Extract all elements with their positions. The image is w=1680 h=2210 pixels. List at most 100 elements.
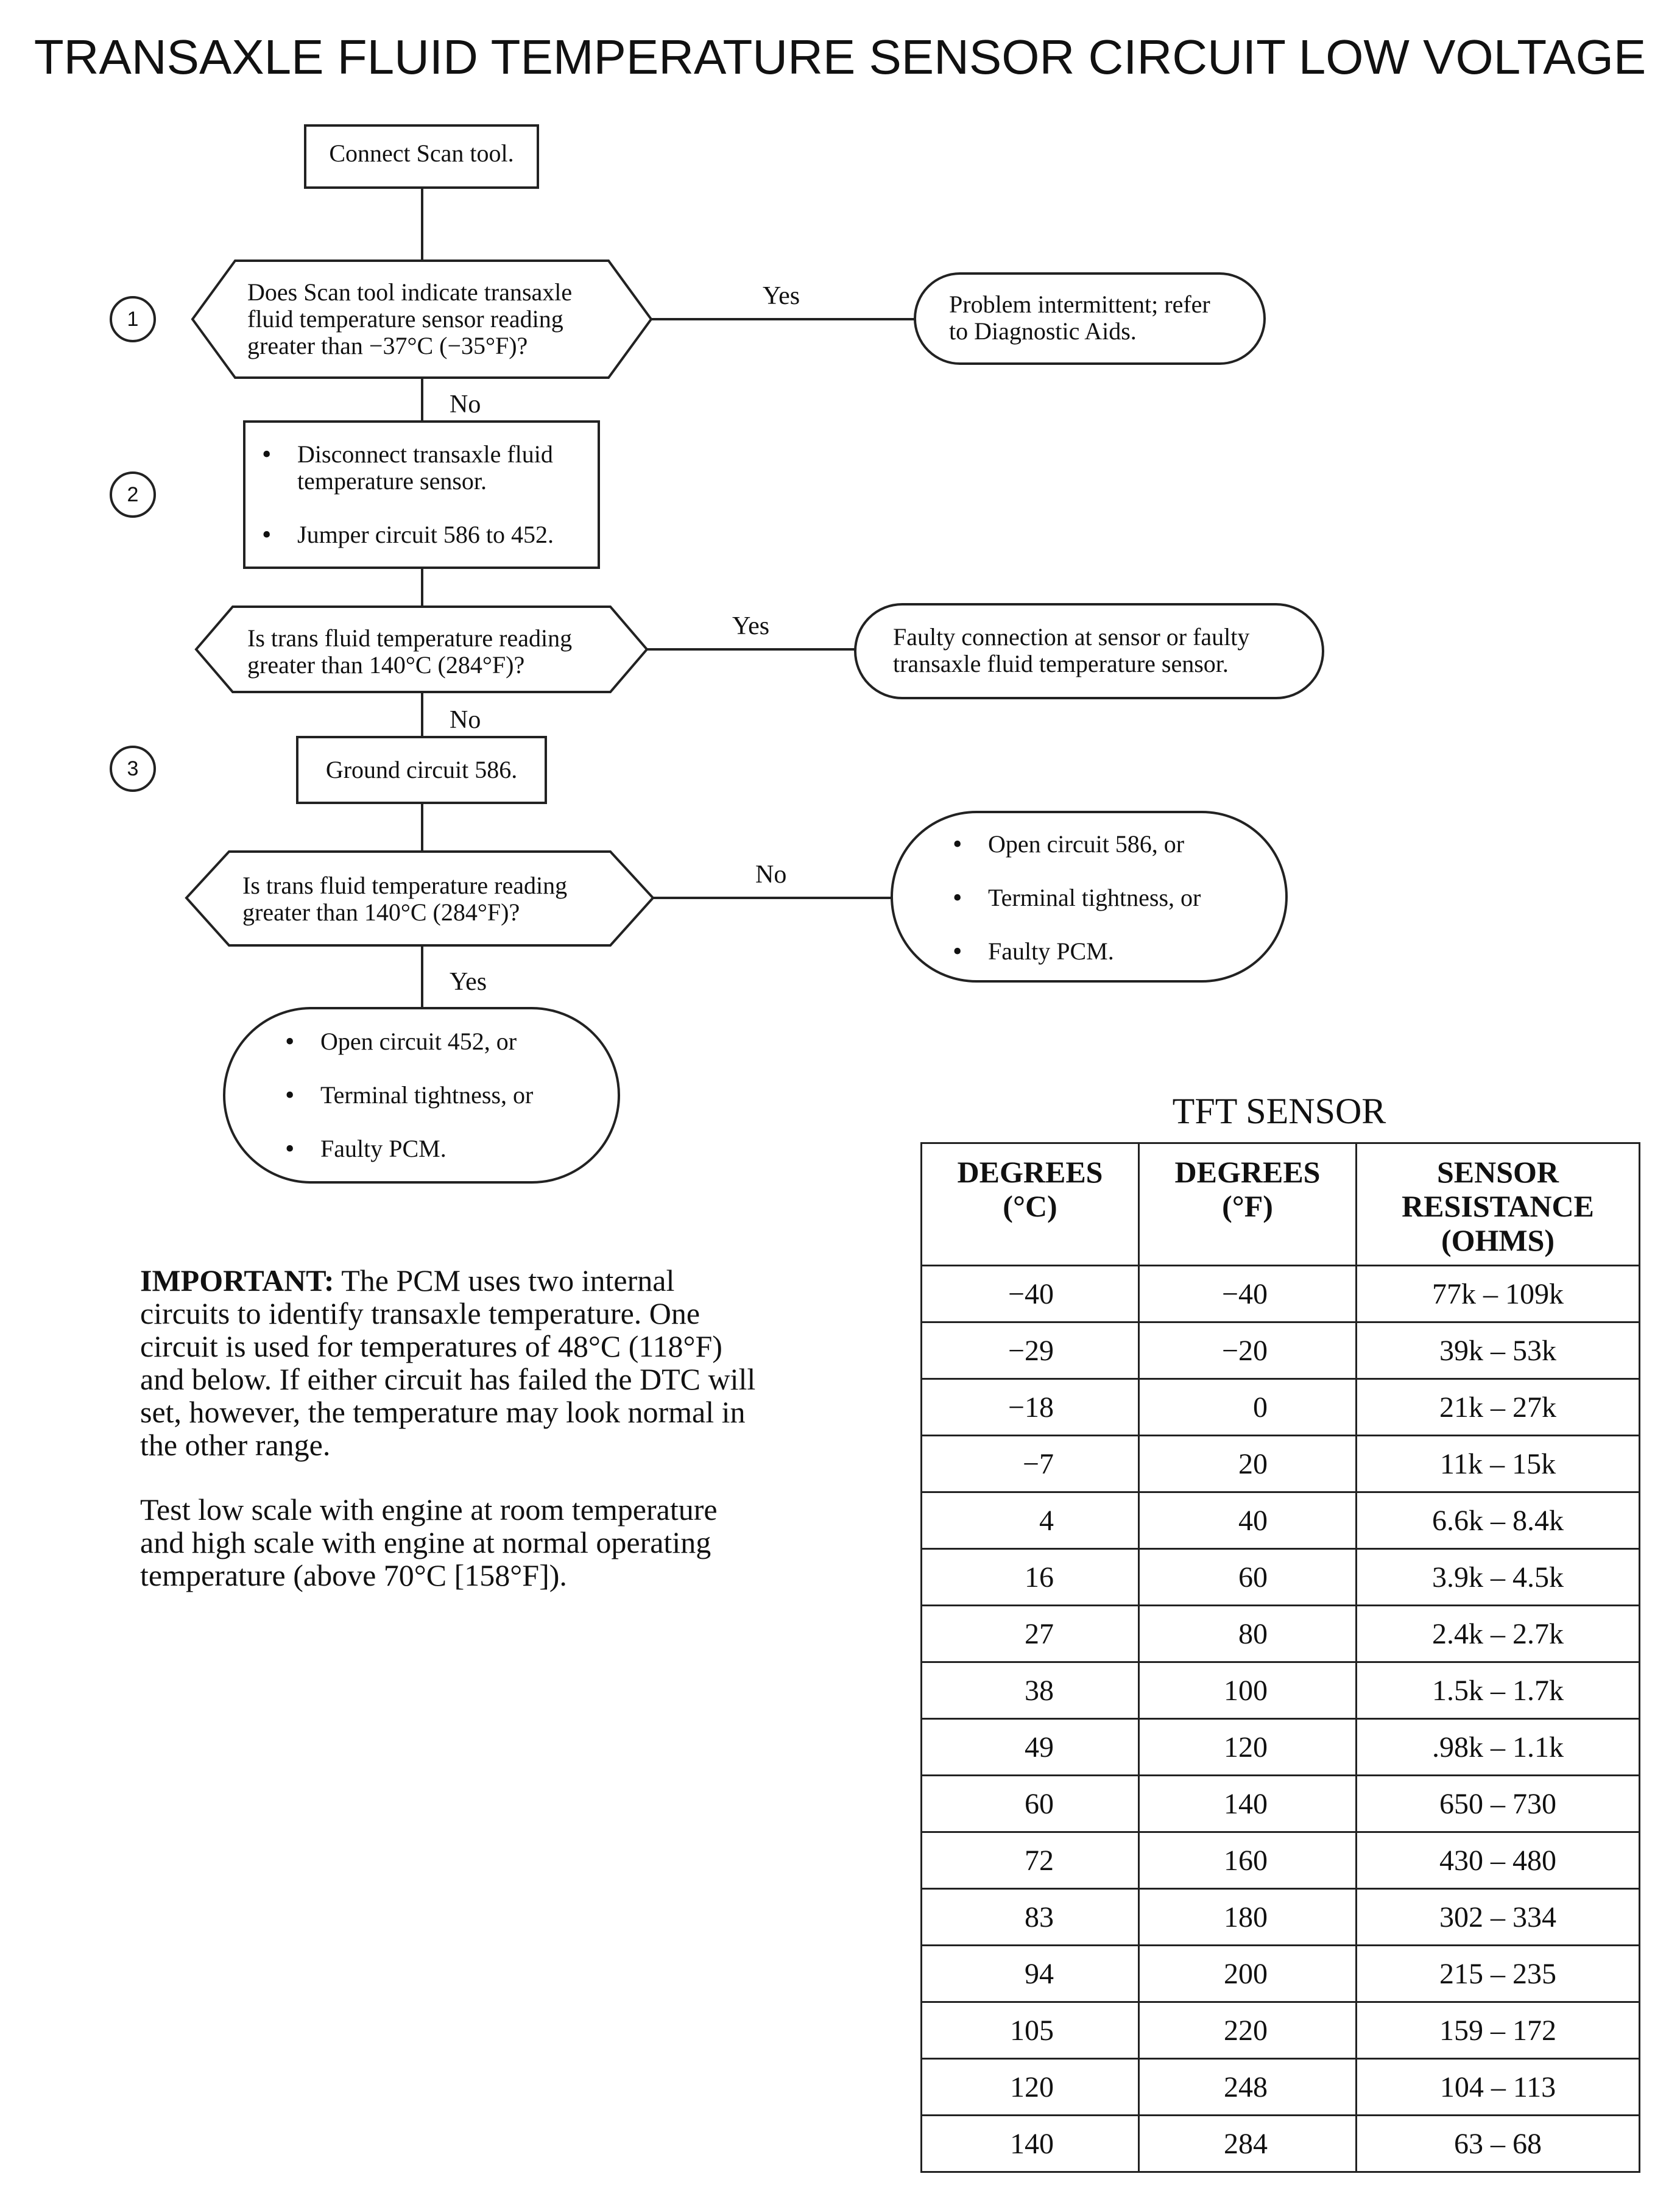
cell-degrees-c: 27 — [920, 1605, 1140, 1663]
header-degrees-f-line-1: DEGREES — [1174, 1155, 1321, 1189]
cell-resistance: 1.5k – 1.7k — [1355, 1661, 1640, 1720]
cell-resistance: 39k – 53k — [1355, 1321, 1640, 1380]
decision-3-line-2: greater than 140°C (284°F)? — [242, 898, 520, 926]
step-1-circle — [110, 296, 156, 342]
result-3-yes-item-2: Terminal tightness, or — [285, 1082, 533, 1109]
header-resistance-line-1: SENSOR — [1436, 1155, 1559, 1189]
decision-3-yes-label: Yes — [450, 968, 487, 996]
header-degrees-f: DEGREES(°F) — [1138, 1142, 1357, 1266]
important-line-1: The PCM uses two internal — [334, 1263, 675, 1297]
important-line-4: and below. If either circuit has failed … — [140, 1362, 756, 1396]
cell-degrees-c: 38 — [920, 1661, 1140, 1720]
cell-resistance: 6.6k – 8.4k — [1355, 1491, 1640, 1550]
step-2-number: 2 — [127, 483, 139, 506]
cell-resistance: 302 – 334 — [1355, 1888, 1640, 1946]
header-degrees-f-line-2: (°F) — [1222, 1189, 1273, 1223]
result-3-no-shape — [891, 811, 1288, 983]
result-1-shape — [914, 272, 1266, 365]
result-3-no-item-3: Faulty PCM. — [953, 938, 1114, 966]
cell-resistance: .98k – 1.1k — [1355, 1718, 1640, 1776]
decision-3-shape — [185, 850, 655, 947]
result-3-no-item-2: Terminal tightness, or — [953, 884, 1201, 912]
result-1-line-1: Problem intermittent; refer — [949, 291, 1210, 318]
cell-degrees-c: 16 — [920, 1548, 1140, 1606]
decision-2-line-1: Is trans fluid temperature reading — [247, 624, 573, 652]
decision-2-line-2: greater than 140°C (284°F)? — [247, 651, 525, 679]
cell-resistance: 215 – 235 — [1355, 1944, 1640, 2003]
cell-degrees-f: 40 — [1138, 1491, 1357, 1550]
result-3-no-item-1: Open circuit 586, or — [953, 831, 1184, 858]
test-line-1: Test low scale with engine at room tempe… — [140, 1492, 718, 1527]
decision-1-line-3: greater than −37°C (−35°F)? — [247, 332, 528, 359]
cell-resistance: 11k – 15k — [1355, 1435, 1640, 1493]
cell-degrees-f: 60 — [1138, 1548, 1357, 1606]
cell-degrees-f: 120 — [1138, 1718, 1357, 1776]
action-2-bullet-2: Jumper circuit 586 to 452. — [262, 521, 554, 549]
cell-resistance: 430 – 480 — [1355, 1831, 1640, 1890]
decision-1-line-1: Does Scan tool indicate transaxle — [247, 278, 573, 306]
step-3-number: 3 — [127, 757, 139, 780]
table-title: TFT SENSOR — [1172, 1091, 1386, 1131]
cell-resistance: 21k – 27k — [1355, 1378, 1640, 1436]
decision-1-shape — [191, 259, 653, 379]
decision-2-yes-label: Yes — [732, 612, 770, 640]
decision-3-no-label: No — [755, 861, 787, 889]
result-1-line-2: to Diagnostic Aids. — [949, 317, 1137, 345]
decision-2-shape — [194, 605, 649, 693]
cell-resistance: 2.4k – 2.7k — [1355, 1605, 1640, 1663]
action-2-bullet-1-line-2: temperature sensor. — [297, 467, 487, 495]
decision-1-no-label: No — [450, 390, 481, 418]
cell-degrees-c: −40 — [920, 1265, 1140, 1323]
header-degrees-c: DEGREES(°C) — [920, 1142, 1140, 1266]
cell-degrees-f: 180 — [1138, 1888, 1357, 1946]
cell-degrees-f: 0 — [1138, 1378, 1357, 1436]
cell-degrees-c: 4 — [920, 1491, 1140, 1550]
header-resistance-line-2: RESISTANCE — [1402, 1189, 1594, 1223]
cell-resistance: 63 – 68 — [1355, 2114, 1640, 2173]
header-degrees-c-line-1: DEGREES — [957, 1155, 1103, 1189]
cell-degrees-f: 20 — [1138, 1435, 1357, 1493]
cell-degrees-f: 140 — [1138, 1774, 1357, 1833]
test-paragraph: Test low scale with engine at room tempe… — [140, 1493, 835, 1592]
start-text: Connect Scan tool. — [329, 139, 514, 167]
step-3-circle — [110, 746, 156, 792]
cell-degrees-c: −18 — [920, 1378, 1140, 1436]
cell-degrees-c: −7 — [920, 1435, 1140, 1493]
cell-degrees-f: −20 — [1138, 1321, 1357, 1380]
cell-degrees-f: 284 — [1138, 2114, 1357, 2173]
test-line-3: temperature (above 70°C [158°F]). — [140, 1558, 567, 1592]
result-2-line-2: transaxle fluid temperature sensor. — [893, 650, 1229, 677]
cell-degrees-c: 140 — [920, 2114, 1140, 2173]
cell-degrees-f: 220 — [1138, 2001, 1357, 2060]
cell-degrees-c: −29 — [920, 1321, 1140, 1380]
important-line-5: set, however, the temperature may look n… — [140, 1395, 746, 1429]
cell-degrees-c: 72 — [920, 1831, 1140, 1890]
action-2-bullet-1-line-1: Disconnect transaxle fluid — [262, 441, 553, 468]
decision-2-no-label: No — [450, 706, 481, 734]
result-3-yes-item-3: Faulty PCM. — [285, 1135, 446, 1163]
cell-degrees-f: 100 — [1138, 1661, 1357, 1720]
cell-resistance: 650 – 730 — [1355, 1774, 1640, 1833]
important-line-2: circuits to identify transaxle temperatu… — [140, 1296, 701, 1330]
cell-degrees-f: 80 — [1138, 1605, 1357, 1663]
action-3-text: Ground circuit 586. — [325, 756, 518, 783]
